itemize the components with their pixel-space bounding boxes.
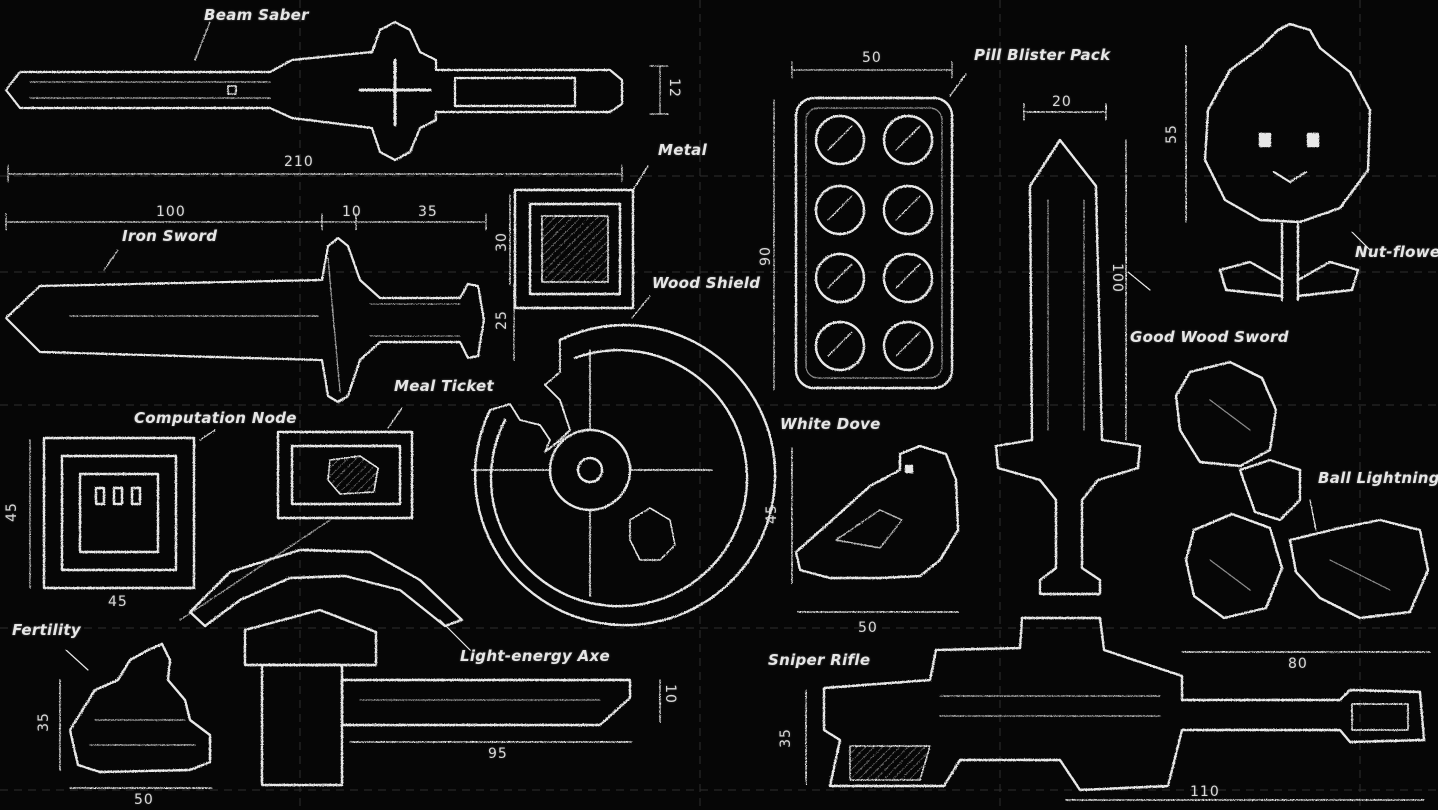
dim-iron-sword-height: 25 (493, 310, 510, 330)
dim-beam-saber-length: 210 (284, 154, 314, 170)
dim-ball-lightning-width: 80 (1288, 656, 1308, 672)
dim-iron-sword-blade: 100 (156, 204, 186, 220)
label-computation-node: Computation Node (134, 409, 297, 427)
iron-sword-dimension-lines (5, 213, 515, 361)
dim-rifle-width: 110 (1190, 784, 1220, 800)
label-white-dove: White Dove (780, 415, 881, 433)
label-ball-lightning: Ball Lightning (1318, 469, 1438, 487)
iron-sword-drawing (4, 236, 486, 404)
dim-dove-height: 45 (763, 504, 780, 524)
dim-computation-node-height: 45 (3, 502, 20, 522)
dim-beam-saber-height: 12 (665, 78, 682, 98)
label-metal: Metal (658, 141, 708, 159)
label-pill-blister-pack: Pill Blister Pack (974, 46, 1111, 64)
computation-node-drawing (42, 429, 216, 590)
dim-pill-height: 90 (757, 246, 774, 266)
good-wood-sword-drawing (994, 103, 1151, 596)
beam-saber-drawing (4, 20, 624, 162)
dim-fertility-height: 35 (35, 712, 52, 732)
ball-lightning-drawing (1174, 360, 1431, 653)
dim-iron-sword-guard: 10 (342, 204, 362, 220)
dim-iron-sword-handle: 35 (418, 204, 438, 220)
dim-metal-height: 30 (493, 232, 510, 252)
wood-shield-drawing (471, 295, 777, 627)
label-nut-flower: Nut-flower (1355, 243, 1438, 261)
dim-axe-height: 10 (661, 684, 678, 704)
label-fertility: Fertility (12, 621, 81, 639)
label-sniper-rifle: Sniper Rifle (768, 651, 871, 669)
dim-pill-width: 50 (862, 50, 882, 66)
label-good-wood-sword: Good Wood Sword (1130, 328, 1289, 346)
light-energy-axe-drawing (188, 548, 661, 787)
dim-good-sword-width: 20 (1052, 94, 1072, 110)
nut-flower-drawing (1185, 22, 1372, 302)
label-iron-sword: Iron Sword (122, 227, 218, 245)
label-meal-ticket: Meal Ticket (394, 377, 494, 395)
dim-axe-length: 95 (488, 746, 508, 762)
computation-node-dimension-lines (29, 439, 181, 589)
pill-blister-pack-drawing (794, 73, 967, 390)
pill-dimension-lines (773, 61, 953, 391)
beam-saber-dimension-lines (7, 21, 669, 183)
label-beam-saber: Beam Saber (204, 6, 309, 24)
label-light-energy-axe: Light-energy Axe (460, 647, 610, 665)
dim-nut-flower-height: 55 (1163, 124, 1180, 144)
dim-fertility-width: 50 (134, 792, 154, 808)
metal-drawing (509, 165, 649, 310)
dim-computation-node-width: 45 (108, 594, 128, 610)
fertility-drawing (59, 642, 213, 789)
white-dove-drawing (791, 444, 960, 613)
dim-rifle-height: 35 (777, 728, 794, 748)
label-wood-shield: Wood Shield (652, 274, 761, 292)
sniper-rifle-drawing (805, 616, 1426, 801)
dim-dove-width: 50 (858, 620, 878, 636)
dim-good-sword-height: 100 (1108, 263, 1125, 293)
meal-ticket-drawing (179, 407, 414, 621)
